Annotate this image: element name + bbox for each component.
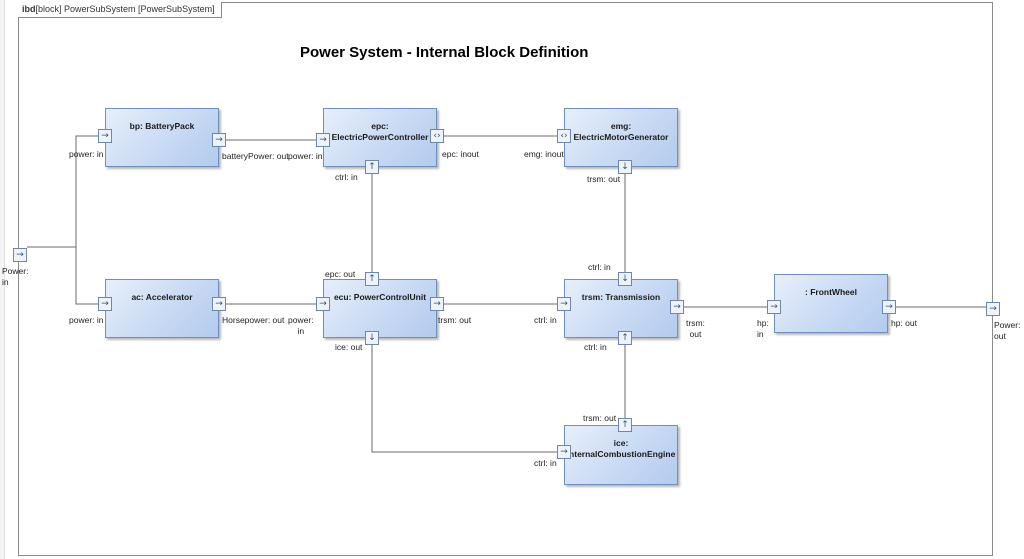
bp-power-in-port-icon[interactable]: → — [98, 129, 112, 143]
ecu-trsm-out-port-icon[interactable]: → — [430, 297, 444, 311]
ecu-ice-out-port-icon[interactable]: ↓ — [365, 331, 379, 345]
epc-ctrl-in-port-icon[interactable]: ↑ — [365, 160, 379, 174]
trsm-out-label: trsm: out — [686, 318, 705, 339]
ac-horsepower-out-port-icon[interactable]: → — [212, 297, 226, 311]
power-control-unit-block[interactable]: ecu: PowerControlUnit — [323, 279, 437, 338]
ac-power-in-port-icon[interactable]: → — [98, 297, 112, 311]
block-name: epc: ElectricPowerController — [331, 121, 429, 142]
block-name: ice: InternalCombustionEngine — [566, 438, 676, 459]
diagram-frame-header: ibd[block] PowerSubSystem [PowerSubSyste… — [18, 2, 222, 18]
power-in-port-icon[interactable]: → — [13, 248, 27, 262]
epc-inout-port-icon[interactable]: ‹› — [430, 129, 444, 143]
electric-power-controller-block[interactable]: epc: ElectricPowerController — [323, 108, 437, 167]
bp-battery-out-port-icon[interactable]: → — [212, 133, 226, 147]
trsm-ctrl-in-bottom-label: ctrl: in — [584, 342, 607, 352]
frame-label: [block] PowerSubSystem [PowerSubSystem] — [35, 4, 215, 14]
bp-power-in-label: power: in — [69, 149, 104, 159]
ecu-epc-out-label: epc: out — [325, 269, 356, 279]
ecu-power-in-label: power: in — [288, 315, 314, 336]
block-name: emg: ElectricMotorGenerator — [573, 121, 669, 142]
ecu-epc-out-port-icon[interactable]: ↑ — [365, 272, 379, 286]
fw-hp-out-label: hp: out — [891, 318, 917, 328]
frame-kind: ibd — [22, 4, 36, 14]
epc-power-in-label: power: in — [288, 151, 323, 161]
battery-pack-block[interactable]: bp: BatteryPack — [105, 108, 219, 167]
ice-ctrl-in-port-icon[interactable]: → — [557, 445, 571, 459]
bp-battery-out-label: batteryPower: out — [222, 151, 289, 161]
epc-power-in-port-icon[interactable]: → — [316, 133, 330, 147]
trsm-out-port-icon[interactable]: → — [670, 300, 684, 314]
block-name: ac: Accelerator — [131, 292, 193, 302]
ice-ctrl-in-label: ctrl: in — [534, 458, 557, 468]
epc-ctrl-in-label: ctrl: in — [335, 172, 358, 182]
ice-trsm-out-port-icon[interactable]: ↑ — [618, 418, 632, 432]
emg-trsm-out-port-icon[interactable]: ↓ — [618, 160, 632, 174]
trsm-ctrl-in-bottom-port-icon[interactable]: ↑ — [618, 331, 632, 345]
ecu-ice-out-label: ice: out — [335, 342, 363, 352]
power-in-label: Power: in — [2, 266, 29, 287]
block-name: : FrontWheel — [805, 287, 857, 297]
block-name: trsm: Transmission — [581, 292, 661, 302]
fw-hp-in-port-icon[interactable]: → — [767, 300, 781, 314]
trsm-ctrl-in-left-label: ctrl: in — [534, 315, 557, 325]
fw-hp-in-label: hp: in — [757, 318, 769, 339]
emg-inout-label: emg: inout — [524, 149, 564, 159]
trsm-ctrl-in-top-port-icon[interactable]: ↓ — [618, 272, 632, 286]
accelerator-block[interactable]: ac: Accelerator — [105, 279, 219, 338]
block-name: bp: BatteryPack — [129, 121, 195, 131]
emg-trsm-out-label: trsm: out — [587, 174, 621, 184]
trsm-ctrl-in-left-port-icon[interactable]: → — [557, 297, 571, 311]
ac-power-in-label: power: in — [69, 315, 104, 325]
trsm-ctrl-in-top-label: ctrl: in — [588, 262, 611, 272]
ecu-trsm-out-label: trsm: out — [438, 315, 472, 325]
ibd-diagram-frame — [18, 2, 993, 556]
wire-power-in-to-bp — [27, 135, 98, 248]
wire-ecu-to-ice — [371, 344, 557, 453]
power-out-label: Power: out — [994, 320, 1021, 341]
transmission-block[interactable]: trsm: Transmission — [564, 279, 678, 338]
epc-inout-label: epc: inout — [442, 149, 479, 159]
diagram-title: Power System - Internal Block Definition — [300, 44, 589, 61]
ac-horsepower-out-label: Horsepower: out — [222, 315, 285, 325]
electric-motor-generator-block[interactable]: emg: ElectricMotorGenerator — [564, 108, 678, 167]
ice-trsm-out-label: trsm: out — [583, 413, 617, 423]
wire-power-in-to-ac — [75, 247, 98, 305]
fw-hp-out-port-icon[interactable]: → — [882, 300, 896, 314]
power-out-port-icon[interactable]: → — [986, 302, 1000, 316]
block-name: ecu: PowerControlUnit — [333, 292, 427, 302]
window-left-edge — [0, 0, 5, 559]
ecu-power-in-port-icon[interactable]: → — [316, 297, 330, 311]
internal-combustion-engine-block[interactable]: ice: InternalCombustionEngine — [564, 425, 678, 485]
front-wheel-block[interactable]: : FrontWheel — [774, 274, 888, 333]
emg-inout-port-icon[interactable]: ‹› — [557, 129, 571, 143]
